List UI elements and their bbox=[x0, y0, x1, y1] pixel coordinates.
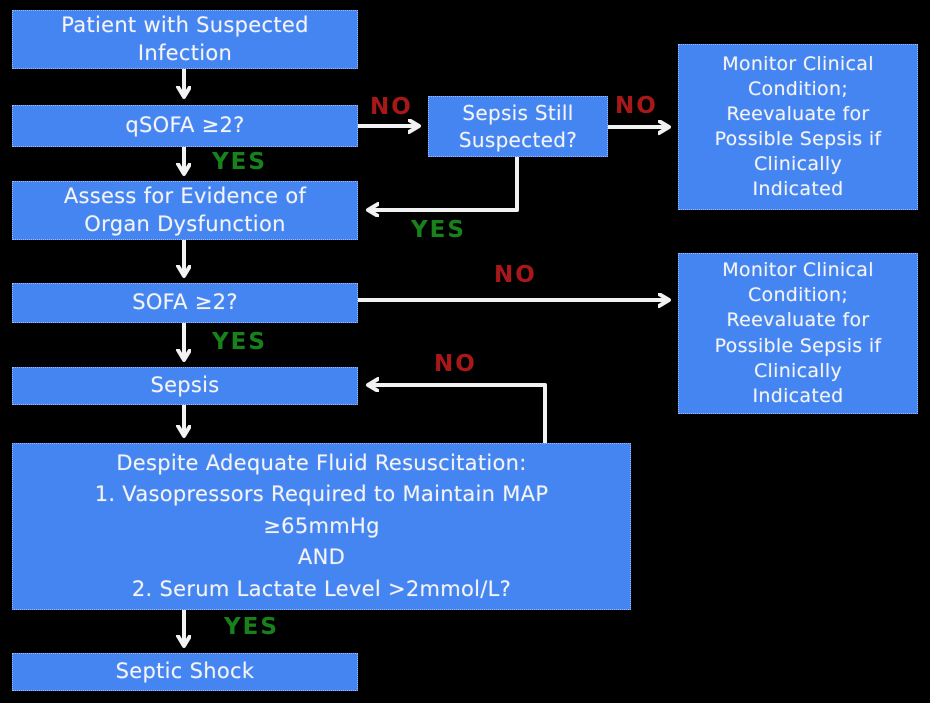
node-text-line: Septic Shock bbox=[115, 659, 255, 684]
node-sofa-question: SOFA ≥2? bbox=[12, 283, 358, 323]
arrow-despite-to-sepsis bbox=[368, 385, 547, 443]
node-text-line: ≥65mmHg bbox=[263, 513, 380, 538]
node-text-line: Organ Dysfunction bbox=[84, 211, 286, 236]
node-text-line: Reevaluate for bbox=[726, 102, 870, 125]
node-text-line: Possible Sepsis if bbox=[714, 334, 882, 357]
node-text-line: Monitor Clinical bbox=[722, 259, 874, 282]
node-text-line: Infection bbox=[137, 40, 233, 65]
node-text-line: Despite Adequate Fluid Resuscitation: bbox=[116, 450, 527, 475]
edge-label-sofa-no: NO bbox=[494, 262, 537, 288]
node-septic-shock: Septic Shock bbox=[12, 653, 358, 691]
node-monitor-clinical-condition-top: Monitor Clinical Condition; Reevaluate f… bbox=[678, 44, 918, 210]
edge-label-despite-no: NO bbox=[434, 351, 477, 377]
edge-label-sepsis-still-no: NO bbox=[615, 93, 658, 119]
node-text-line: Possible Sepsis if bbox=[714, 128, 882, 150]
node-text-line: AND bbox=[297, 545, 346, 570]
node-text-line: Monitor Clinical bbox=[722, 52, 874, 75]
node-text-line: Sepsis Still bbox=[462, 101, 574, 126]
node-text-line: Assess for Evidence of bbox=[63, 183, 307, 208]
edge-label-despite-yes: YES bbox=[224, 614, 279, 640]
node-sepsis: Sepsis bbox=[12, 367, 358, 405]
node-patient-suspected-infection: Patient with Suspected Infection bbox=[12, 10, 358, 69]
node-assess-organ-dysfunction: Assess for Evidence of Organ Dysfunction bbox=[12, 181, 358, 240]
node-text-line: Clinically bbox=[753, 359, 843, 382]
node-text-line: SOFA ≥2? bbox=[132, 290, 238, 315]
node-qsofa-question: qSOFA ≥2? bbox=[12, 105, 358, 147]
arrow-sepsis-still-to-assess bbox=[368, 157, 519, 210]
node-text-line: Suspected? bbox=[458, 127, 578, 152]
node-text-line: qSOFA ≥2? bbox=[125, 113, 245, 138]
edge-label-qsofa-no: NO bbox=[370, 94, 413, 120]
node-text-line: Sepsis bbox=[150, 373, 220, 398]
node-text-line: 2. Serum Lactate Level >2mmol/L? bbox=[131, 576, 512, 601]
node-sepsis-still-suspected: Sepsis Still Suspected? bbox=[428, 96, 608, 157]
node-text-line: Condition; bbox=[747, 77, 849, 100]
node-septic-shock-criteria: Despite Adequate Fluid Resuscitation: 1.… bbox=[12, 443, 631, 610]
edge-label-qsofa-yes: YES bbox=[212, 149, 267, 175]
node-monitor-clinical-condition-mid: Monitor Clinical Condition; Reevaluate f… bbox=[678, 253, 918, 414]
node-text-line: Indicated bbox=[752, 178, 844, 201]
node-text-line: Clinically bbox=[753, 153, 843, 176]
node-text-line: Patient with Suspected bbox=[61, 12, 309, 37]
node-text-line: Condition; bbox=[747, 284, 849, 307]
edge-label-sofa-yes: YES bbox=[212, 329, 267, 355]
node-text-line: Indicated bbox=[752, 384, 844, 407]
edge-label-sepsis-still-yes: YES bbox=[411, 217, 466, 243]
node-text-line: 1. Vasopressors Required to Maintain MAP bbox=[94, 482, 549, 507]
node-text-line: Reevaluate for bbox=[726, 309, 870, 332]
